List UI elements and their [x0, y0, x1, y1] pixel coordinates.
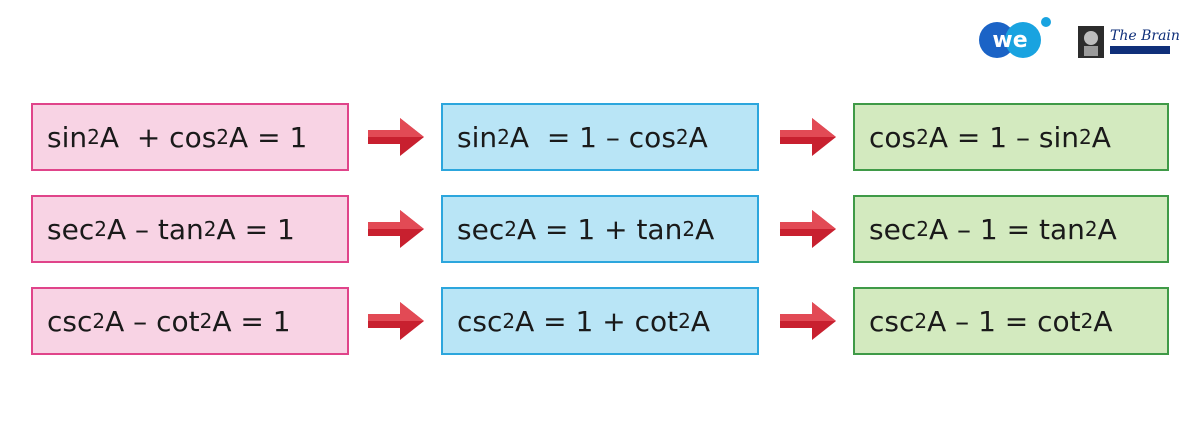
right-arrow-icon	[368, 210, 424, 248]
formula-text: sec	[869, 212, 917, 246]
right-arrow-icon	[780, 118, 836, 156]
formula-text: A – tan	[106, 212, 204, 246]
formula-text: A	[1091, 120, 1111, 154]
formula-text: sec	[47, 212, 95, 246]
formula-text: A = 1 – cos	[509, 120, 676, 154]
formula-text: csc	[457, 304, 503, 338]
formula-text: A	[690, 304, 711, 338]
formula-text: A = 1	[229, 120, 308, 154]
formula-text: csc	[47, 304, 93, 338]
formula-text: A = 1 + cot	[515, 304, 679, 338]
the-brain-logo-text: The Brain	[1110, 28, 1180, 44]
we-logo-text: we	[992, 28, 1027, 53]
right-arrow-icon	[368, 118, 424, 156]
formula-text: sec	[457, 212, 505, 246]
formula-text: A + cos	[99, 120, 217, 154]
formula-text: csc	[869, 304, 915, 338]
right-arrow-icon	[368, 302, 424, 340]
formula-text: sin	[47, 120, 88, 154]
formula-text: A – 1 = cot	[927, 304, 1081, 338]
formula-text: cos	[869, 120, 917, 154]
formula-text: sin	[457, 120, 498, 154]
formula-text: A	[1093, 304, 1113, 338]
formula-text: A	[688, 120, 708, 154]
formula-text: A = 1	[216, 212, 295, 246]
formula-text: A = 1	[212, 304, 291, 338]
formula-text: A = 1 + tan	[516, 212, 683, 246]
right-arrow-icon	[780, 210, 836, 248]
the-brain-logo: The Brain	[1078, 26, 1180, 58]
formula-text: A	[1097, 212, 1117, 246]
formula-text: A – 1 = tan	[928, 212, 1085, 246]
formula-text: A = 1 – sin	[928, 120, 1080, 154]
formula-text: A – cot	[105, 304, 200, 338]
formula-text: A	[695, 212, 715, 246]
we-logo: we	[979, 17, 1051, 58]
right-arrow-icon	[780, 302, 836, 340]
